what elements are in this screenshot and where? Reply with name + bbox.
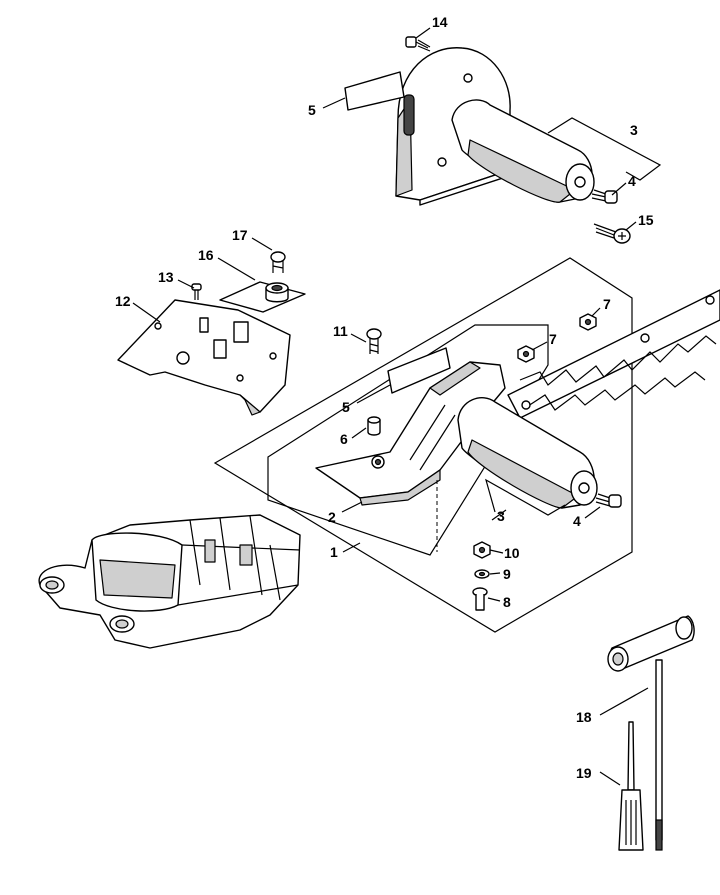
callout-3-mid: 3: [497, 508, 505, 524]
engine-housing: [38, 514, 301, 649]
callout-13: 13: [158, 269, 174, 285]
callout-14: 14: [432, 14, 448, 30]
screwdriver: [618, 721, 644, 851]
screw-14: [405, 36, 431, 52]
shield-plate: [219, 281, 306, 313]
assembly-box-1: [213, 257, 633, 633]
handle-bracket-assembly: [315, 361, 598, 509]
sleeve-6: [367, 416, 381, 436]
mounting-plate: [117, 299, 291, 416]
screw-4-mid: [595, 493, 622, 508]
callout-2: 2: [328, 509, 336, 525]
bolt-8: [472, 587, 488, 611]
nut-7b: [517, 345, 535, 363]
washer-9: [474, 569, 490, 579]
callout-16: 16: [198, 247, 214, 263]
screw-17: [270, 251, 286, 273]
cutter-blade: [507, 289, 720, 419]
callout-4-mid: 4: [573, 513, 581, 529]
callout-18: 18: [576, 709, 592, 725]
handle-guard-assembly: [395, 47, 595, 206]
screw-13: [191, 283, 202, 300]
callout-17: 17: [232, 227, 248, 243]
callout-labels: 14 5 3 4 15 17 16 13 12 7 11 7 5 6 2 3 4…: [115, 14, 654, 781]
callout-8: 8: [503, 594, 511, 610]
callout-12: 12: [115, 293, 131, 309]
screw-11: [366, 328, 382, 354]
callout-6: 6: [340, 431, 348, 447]
callout-10: 10: [504, 545, 520, 561]
callout-15: 15: [638, 212, 654, 228]
screw-4-top: [591, 189, 618, 204]
nut-7a: [579, 313, 597, 331]
nut-10: [473, 541, 491, 559]
callout-7-b: 7: [549, 331, 557, 347]
label-plate-mid: [387, 347, 451, 394]
callout-9: 9: [503, 566, 511, 582]
screw-15: [593, 223, 631, 244]
callout-5-top: 5: [308, 102, 316, 118]
combination-wrench: [607, 615, 695, 851]
callout-4-top: 4: [628, 173, 636, 189]
label-plate-top: [344, 71, 405, 111]
callout-3-top: 3: [630, 122, 638, 138]
callout-1: 1: [330, 544, 338, 560]
assembly-box-2: [267, 324, 549, 556]
callout-19: 19: [576, 765, 592, 781]
leader-lines: [132, 27, 662, 786]
callout-5-mid: 5: [342, 399, 350, 415]
callout-7-a: 7: [603, 296, 611, 312]
callout-11: 11: [333, 323, 348, 339]
